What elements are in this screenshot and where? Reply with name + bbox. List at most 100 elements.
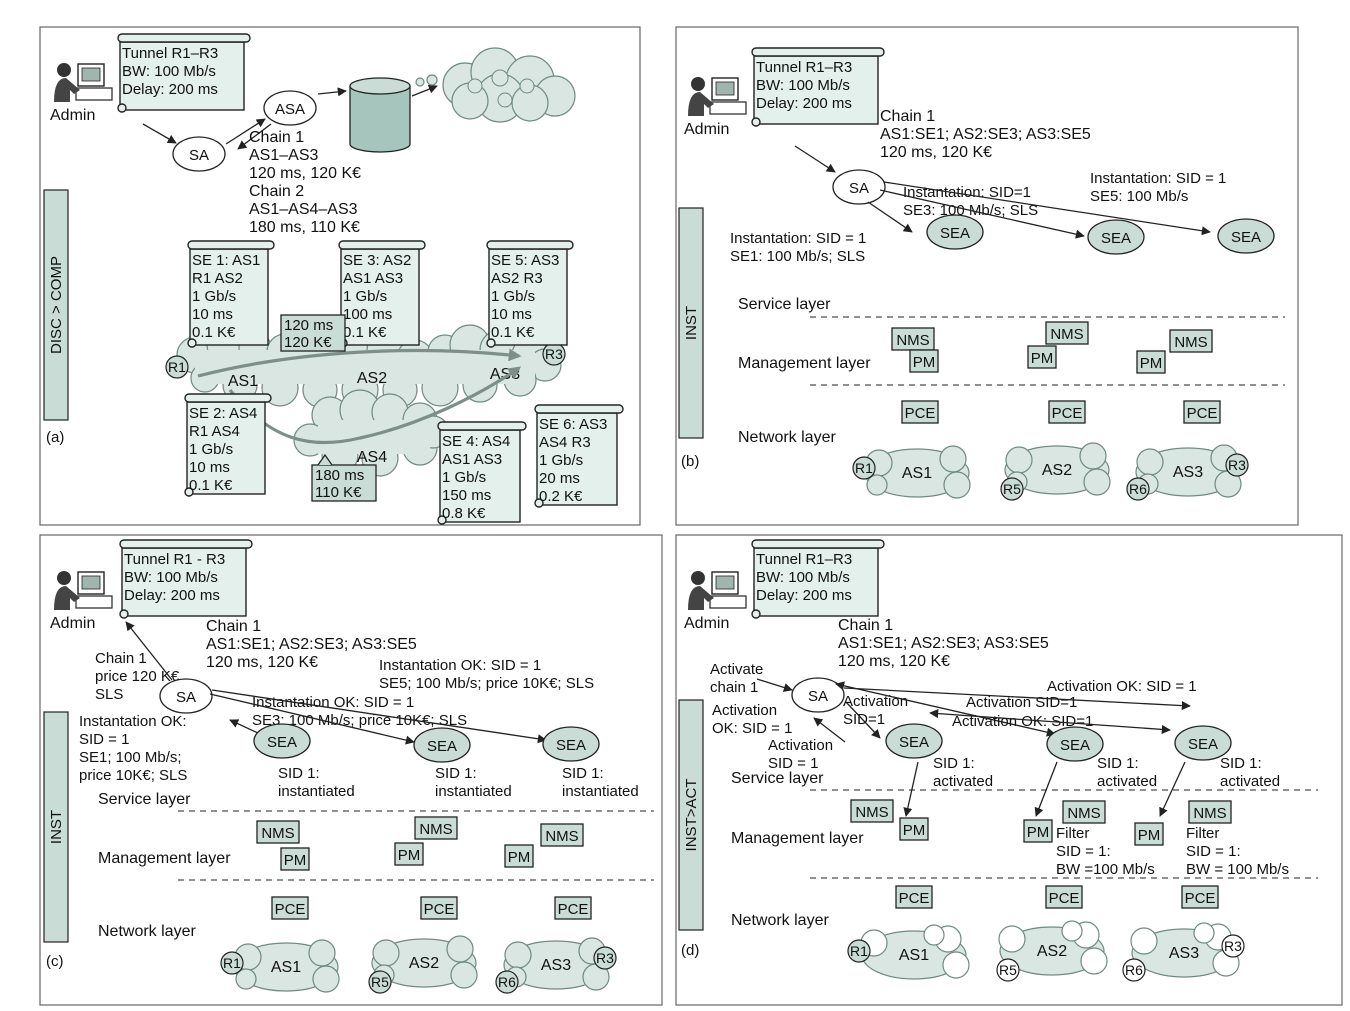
- pce-box-label: PCE: [275, 901, 306, 918]
- pm-box-label: PM: [1140, 355, 1163, 372]
- admin-to-sa-arrow: [795, 146, 835, 172]
- scroll-top-roll: [118, 34, 250, 42]
- phase-tag: INST>ACT: [679, 700, 703, 930]
- asa-label: ASA: [275, 101, 305, 118]
- as-cloud-bump: [867, 475, 887, 495]
- scroll-bottom-curl: [752, 610, 760, 618]
- network-layer-label: Network layer: [98, 923, 196, 940]
- nms-box-label: NMS: [1050, 326, 1083, 343]
- router-r6: R6: [496, 971, 518, 993]
- pm-box: PM: [900, 818, 928, 840]
- instantiation-ok-message: SE5; 100 Mb/s; price 10K€; SLS: [379, 675, 594, 692]
- person-head-icon: [57, 63, 71, 77]
- chain-selection-text: AS1:SE1; AS2:SE3; AS3:SE5: [206, 636, 417, 653]
- admin-user-icon: Admin: [684, 77, 746, 138]
- panel-c: AdminTunnel R1 - R3BW: 100 Mb/sDelay: 20…: [40, 535, 662, 1005]
- network-layer-label: Network layer: [738, 429, 836, 446]
- router-label: R5: [1003, 481, 1021, 497]
- registry-cloud-inner: [498, 93, 512, 107]
- as-cloud-bump: [505, 942, 531, 968]
- nms-box-label: NMS: [261, 825, 294, 842]
- management-layer-label: Management layer: [738, 355, 871, 372]
- reply-message: price 120 K€: [95, 668, 180, 685]
- nms-box: NMS: [851, 800, 893, 822]
- pce-box: PCE: [896, 886, 932, 908]
- router-label: R3: [596, 950, 614, 966]
- as-cloud-bump: [1006, 447, 1032, 473]
- instantiation-message: SE5: 100 Mb/s: [1090, 188, 1188, 205]
- as-cloud-bump-activated: [1131, 928, 1157, 954]
- pm-box-label: PM: [903, 822, 926, 839]
- scroll-text: SE 5: AS3: [491, 252, 559, 269]
- chain-selection-text: Chain 1: [838, 617, 893, 634]
- panel-label: (c): [46, 953, 64, 970]
- as-cloud-bump: [373, 940, 399, 966]
- pm-box: PM: [395, 843, 423, 865]
- sid-status: activated: [1220, 773, 1280, 790]
- sea3-to-pm-arrow: [1160, 762, 1185, 816]
- as2-label: AS2: [357, 370, 387, 387]
- filter-config-text: Filter: [1186, 825, 1219, 842]
- router-label: R6: [498, 974, 516, 990]
- person-head-icon: [691, 77, 705, 91]
- phase-tag-label: DISC > COMP: [48, 256, 65, 354]
- instantiation-message: SE1: 100 Mb/s; SLS: [730, 248, 865, 265]
- as-cloud-bump-activated: [1062, 921, 1082, 941]
- scroll-text: 1 Gb/s: [189, 441, 233, 458]
- as-cloud-bump-activated: [943, 952, 969, 978]
- sea-label: SEA: [267, 734, 297, 751]
- pce-box-label: PCE: [1049, 890, 1080, 907]
- phase-tag: DISC > COMP: [44, 190, 68, 420]
- as3-label: AS3: [1173, 464, 1203, 481]
- instantiation-ok-message: Instantation OK:: [79, 713, 187, 730]
- pm-box: PM: [281, 848, 309, 870]
- nms-box-label: NMS: [1067, 805, 1100, 822]
- scroll-text: BW: 100 Mb/s: [124, 569, 218, 586]
- monitor-screen: [82, 576, 100, 589]
- scroll-text: Delay: 200 ms: [124, 587, 220, 604]
- as-cloud-bump-activated: [999, 926, 1025, 952]
- pce-box-label: PCE: [424, 901, 455, 918]
- database-top: [350, 78, 410, 94]
- sid-status: instantiated: [562, 783, 639, 800]
- nms-box: NMS: [1046, 322, 1088, 344]
- sid-status: SID 1:: [435, 765, 477, 782]
- scroll-top-roll: [487, 241, 573, 249]
- filter-config-text: SID = 1:: [1186, 843, 1241, 860]
- sa-label: SA: [808, 688, 828, 705]
- panel-label: (d): [681, 942, 699, 959]
- asa-to-db-arrow: [318, 91, 346, 94]
- as4-label: AS4: [357, 449, 387, 466]
- phase-tag-label: INST>ACT: [683, 779, 700, 852]
- router-r3: R3: [1226, 454, 1248, 476]
- pm-box: PM: [1137, 351, 1165, 373]
- scroll-text: Tunnel R1 - R3: [124, 551, 225, 568]
- management-layer-label: Management layer: [731, 830, 864, 847]
- service-element-scroll: SE 4: AS4AS1 AS31 Gb/s150 ms0.8 K€: [438, 422, 526, 524]
- router-r5: R5: [1001, 478, 1023, 500]
- admin-user-icon: Admin: [684, 571, 746, 632]
- scroll-text: BW: 100 Mb/s: [756, 77, 850, 94]
- scroll-text: Delay: 200 ms: [756, 587, 852, 604]
- pce-box-label: PCE: [1052, 405, 1083, 422]
- nms-box-label: NMS: [419, 821, 452, 838]
- callout-text: 120 K€: [284, 334, 332, 351]
- router-r1: R1: [221, 952, 243, 974]
- tunnel-request-scroll: Tunnel R1 - R3BW: 100 Mb/sDelay: 200 ms: [120, 540, 252, 618]
- scroll-text: 0.1 K€: [491, 324, 535, 341]
- sid-status: instantiated: [435, 783, 512, 800]
- pm-box-label: PM: [913, 354, 936, 371]
- monitor-screen: [82, 68, 100, 81]
- sea-label: SEA: [899, 734, 929, 751]
- scroll-text: Tunnel R1–R3: [122, 45, 218, 62]
- router-label: R3: [1224, 938, 1242, 954]
- nms-box-label: NMS: [896, 332, 929, 349]
- sea-label: SEA: [1188, 736, 1218, 753]
- as-cloud-bump: [940, 446, 966, 472]
- instantiation-ok-message: Instantation OK: SID = 1: [379, 657, 541, 674]
- tunnel-request-scroll: Tunnel R1–R3BW: 100 Mb/sDelay: 200 ms: [118, 34, 250, 112]
- nms-box: NMS: [1063, 801, 1105, 823]
- service-element-scroll: SE 5: AS3AS2 R31 Gb/s10 ms0.1 K€: [487, 241, 573, 347]
- as-cloud-bump: [1137, 449, 1163, 475]
- pce-box: PCE: [1182, 886, 1218, 908]
